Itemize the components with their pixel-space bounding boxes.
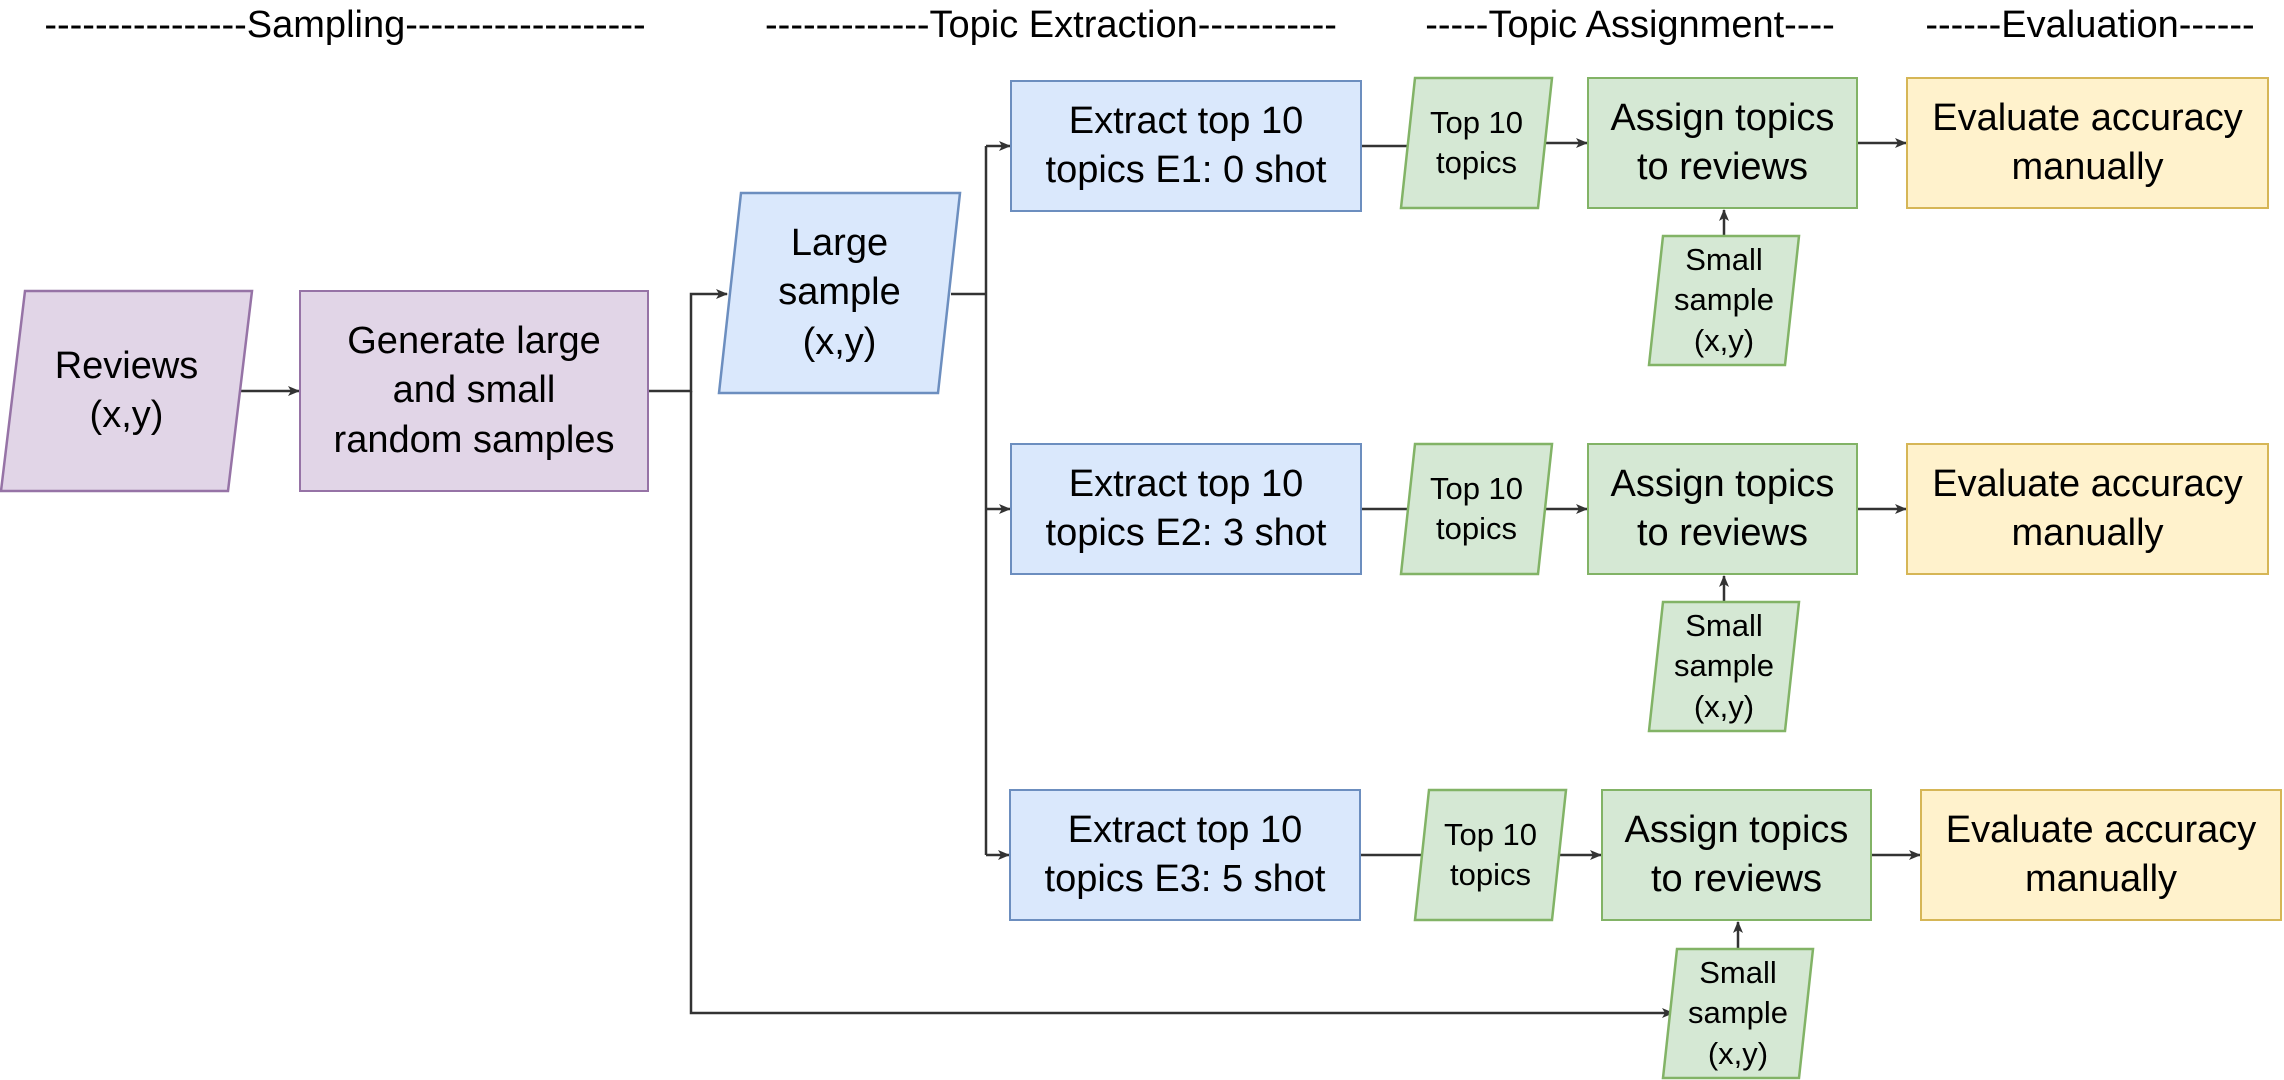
top10-topics-node-2: Top 10 topics: [1399, 442, 1554, 576]
extract-e1-node: Extract top 10 topics E1: 0 shot: [1010, 80, 1362, 212]
extract-e3-node: Extract top 10 topics E3: 5 shot: [1009, 789, 1361, 921]
top10-topics-label-3: Top 10 topics: [1443, 816, 1538, 892]
top10-topics-label-1: Top 10 topics: [1429, 104, 1524, 180]
large-sample-node: Large sample (x,y): [717, 191, 962, 395]
edge-generate-to-small-sample-3: [689, 391, 1674, 1018]
assign-topics-node-3: Assign topics to reviews: [1601, 789, 1872, 921]
edge-generate-to-large-sample: [649, 289, 728, 393]
small-sample-node-2: Small sample (x,y): [1647, 600, 1801, 733]
generate-samples-node: Generate large and small random samples: [299, 290, 649, 492]
extract-e2-label: Extract top 10 topics E2: 3 shot: [1045, 462, 1327, 554]
assign-topics-node-2: Assign topics to reviews: [1587, 443, 1858, 575]
extract-e3-label: Extract top 10 topics E3: 5 shot: [1044, 808, 1326, 900]
top10-topics-node-3: Top 10 topics: [1413, 788, 1568, 922]
assign-topics-label-2: Assign topics to reviews: [1610, 462, 1835, 554]
evaluate-accuracy-label-3: Evaluate accuracy manually: [1945, 808, 2257, 900]
small-sample-node-3: Small sample (x,y): [1661, 947, 1815, 1080]
reviews-label: Reviews (x,y): [54, 344, 199, 436]
small-sample-node-1: Small sample (x,y): [1647, 234, 1801, 367]
small-sample-label-1: Small sample (x,y): [1674, 242, 1774, 358]
evaluate-accuracy-label-2: Evaluate accuracy manually: [1932, 462, 2243, 554]
reviews-node: Reviews (x,y): [0, 289, 254, 493]
evaluate-accuracy-node-2: Evaluate accuracy manually: [1906, 443, 2269, 575]
large-sample-label: Large sample (x,y): [778, 221, 901, 363]
header-topic-assignment: -----Topic Assignment----: [1425, 4, 1835, 46]
generate-samples-label: Generate large and small random samples: [333, 319, 615, 461]
evaluate-accuracy-label-1: Evaluate accuracy manually: [1932, 96, 2243, 188]
small-sample-label-3: Small sample (x,y): [1688, 955, 1788, 1071]
top10-topics-label-2: Top 10 topics: [1429, 470, 1524, 546]
top10-topics-node-1: Top 10 topics: [1399, 76, 1554, 210]
evaluate-accuracy-node-3: Evaluate accuracy manually: [1920, 789, 2282, 921]
header-topic-extraction: -------------Topic Extraction-----------: [765, 4, 1337, 46]
evaluate-accuracy-node-1: Evaluate accuracy manually: [1906, 77, 2269, 209]
small-sample-label-2: Small sample (x,y): [1674, 608, 1774, 724]
header-sampling: ----------------Sampling----------------…: [44, 4, 646, 46]
extract-e2-node: Extract top 10 topics E2: 3 shot: [1010, 443, 1362, 575]
header-evaluation: ------Evaluation------: [1925, 4, 2255, 46]
assign-topics-node-1: Assign topics to reviews: [1587, 77, 1858, 209]
assign-topics-label-3: Assign topics to reviews: [1624, 808, 1849, 900]
assign-topics-label-1: Assign topics to reviews: [1610, 96, 1835, 188]
extract-e1-label: Extract top 10 topics E1: 0 shot: [1045, 99, 1327, 191]
